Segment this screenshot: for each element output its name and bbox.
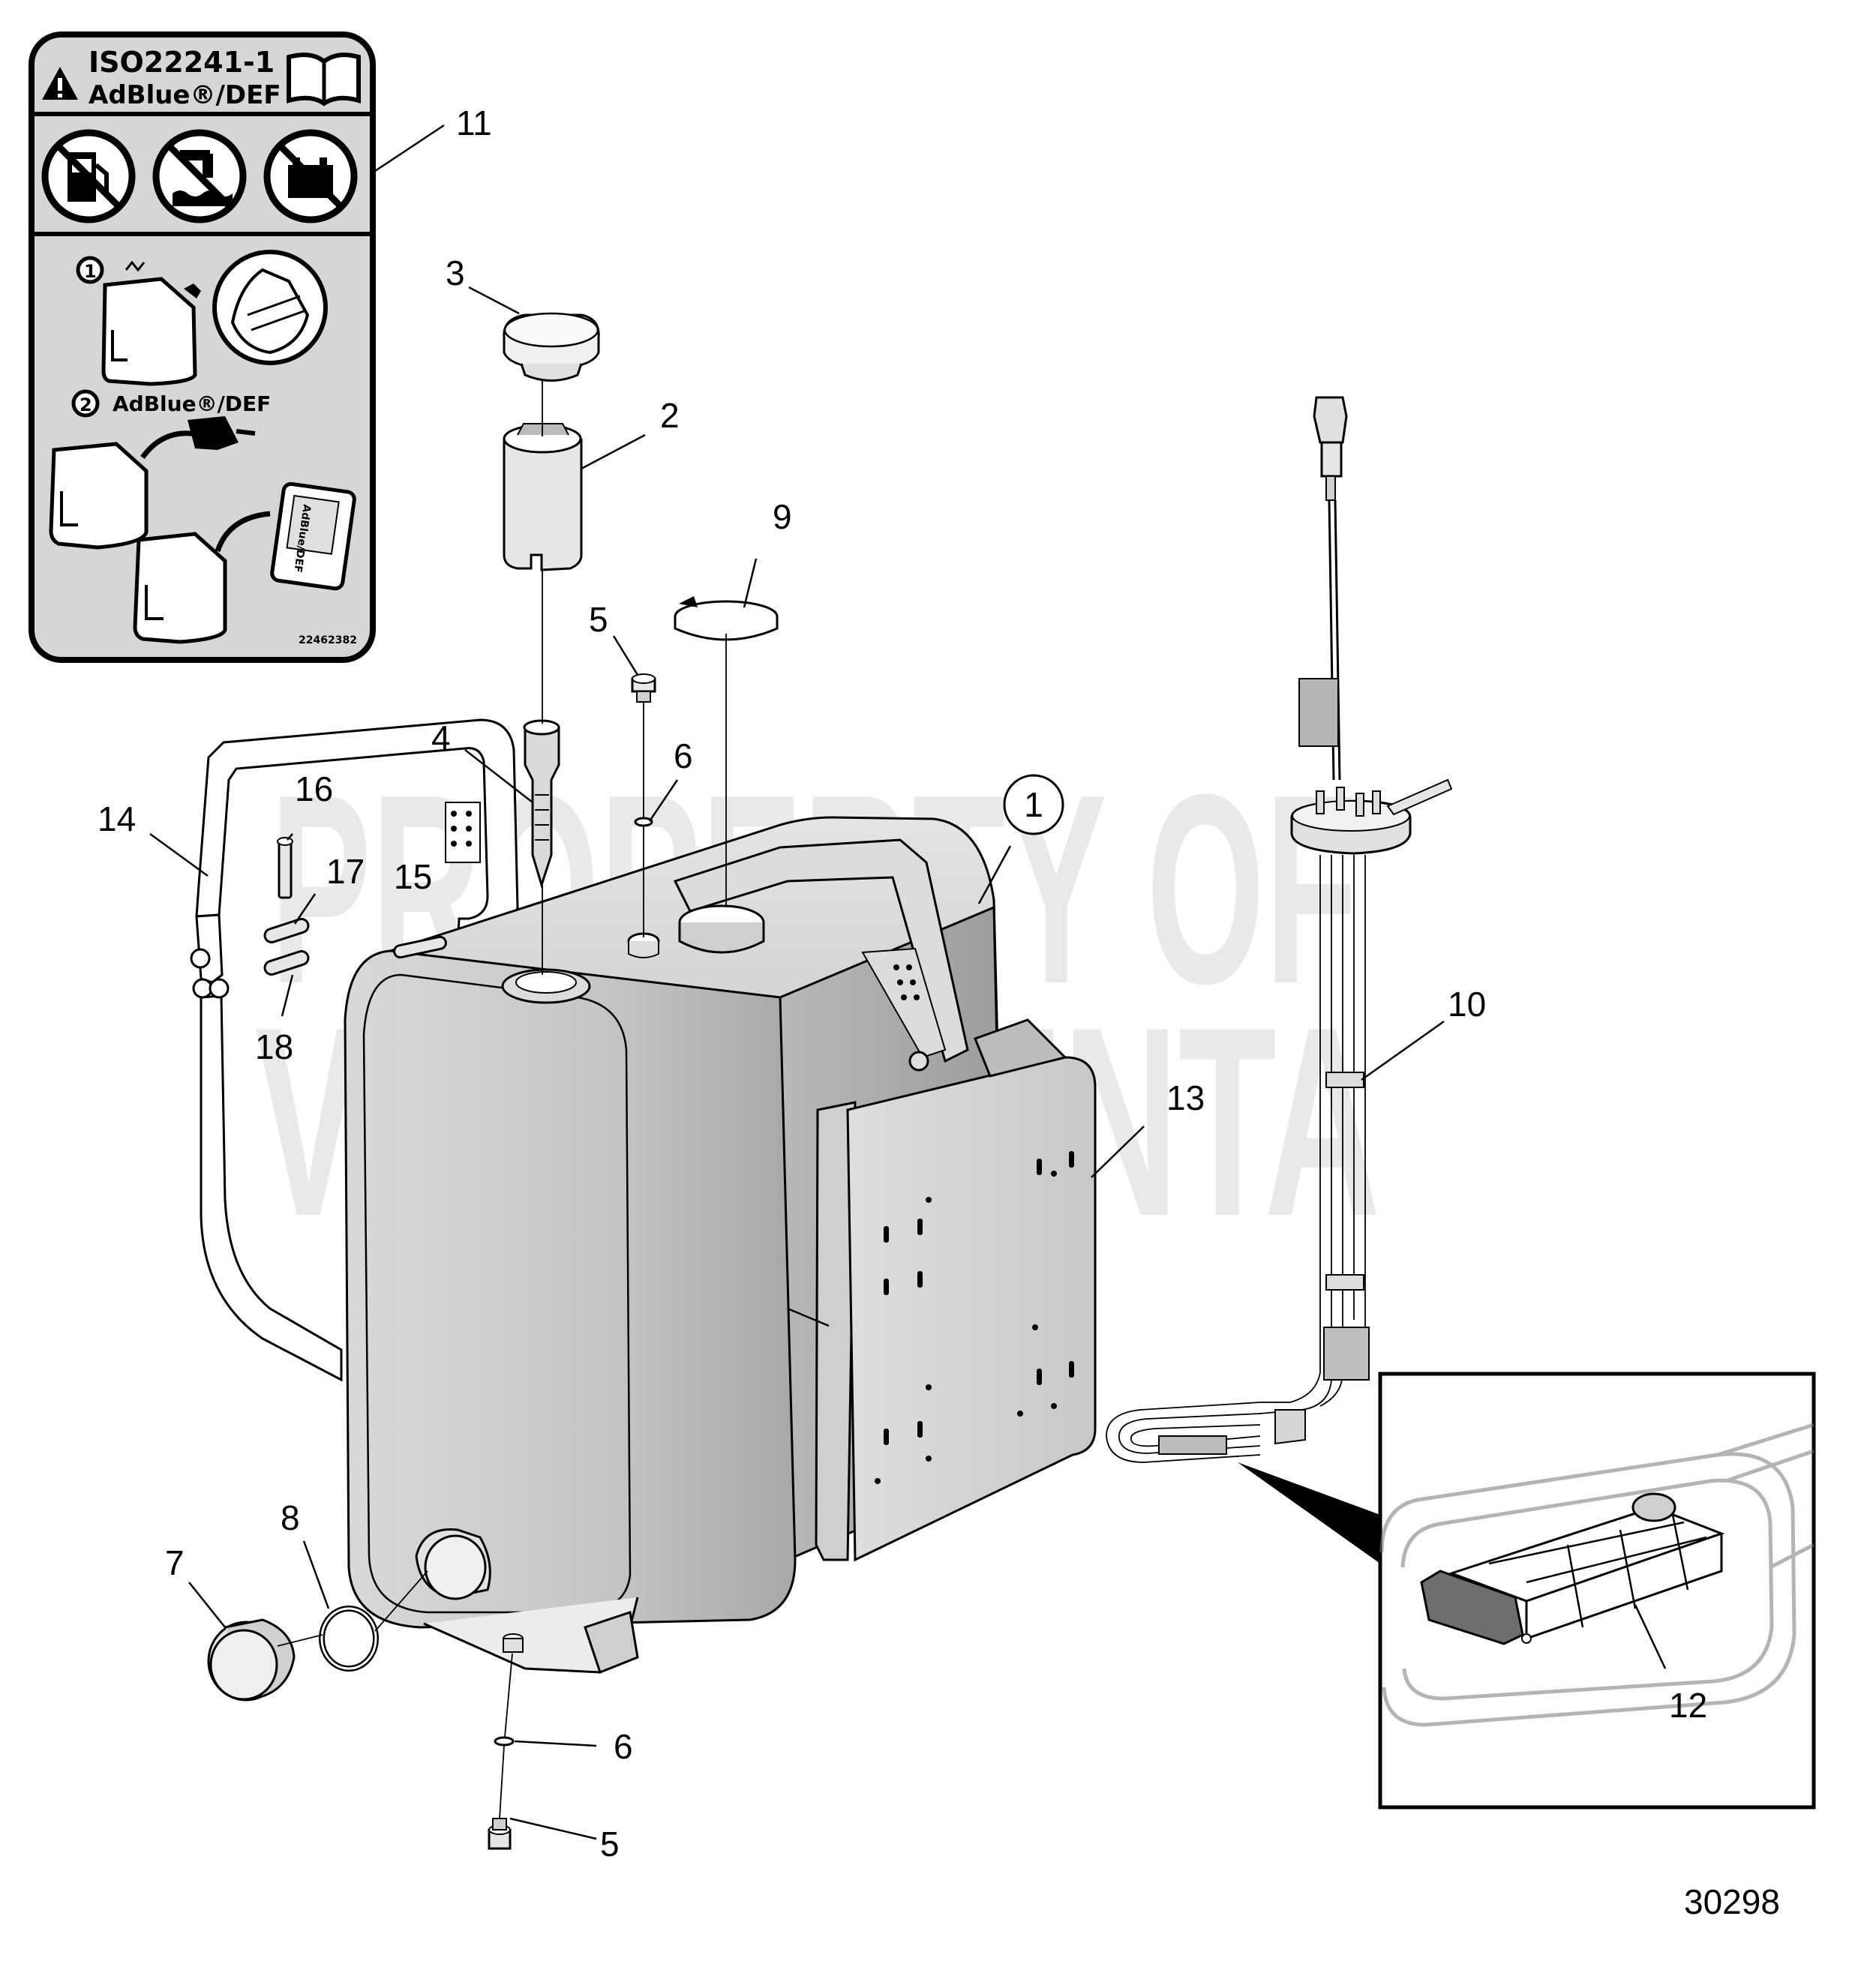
callout-17: 17: [326, 852, 365, 891]
tank-fill-nozzle-icon: [49, 416, 256, 550]
figure-number: 30298: [1684, 1882, 1780, 1921]
no-fuel-icon: [41, 129, 136, 223]
vent-port: [627, 932, 660, 958]
callout-2: 2: [660, 396, 680, 435]
callout-12: 12: [1669, 1686, 1707, 1725]
sender-port-opening: [678, 904, 765, 954]
drain-plug-bottom: [503, 1633, 524, 1653]
callout-8: 8: [281, 1498, 300, 1537]
filler-strainer: [523, 719, 560, 889]
hose-clamp: [674, 596, 779, 641]
filler-neck-tube: [503, 423, 583, 571]
label-fluid: AdBlue®/DEF: [89, 80, 281, 110]
drain-screw-bottom: [488, 1818, 512, 1850]
callout-4: 4: [431, 718, 451, 757]
manual-book-icon: [287, 52, 361, 106]
step-1-number: 1: [84, 261, 97, 282]
pin-17: [263, 918, 310, 943]
leader-lines: [149, 124, 1667, 1840]
drain-cap: [207, 1618, 296, 1702]
tank-clean-icon: [101, 250, 328, 386]
callout-9: 9: [773, 497, 792, 536]
callout-11: 11: [456, 103, 492, 142]
strap-holes: [445, 802, 481, 863]
filler-cap: [503, 312, 600, 382]
step-2-text: AdBlue®/DEF: [113, 391, 271, 416]
detail-inset: [1238, 1372, 1816, 1810]
callout-3: 3: [446, 253, 465, 292]
callout-16: 16: [295, 769, 333, 808]
drain-port-boss: [415, 1528, 491, 1600]
warning-label-panel: ISO22241-1 AdBlue®/DEF: [29, 31, 376, 663]
assembly-axes: [277, 379, 727, 1819]
label-part-code: 22462382: [299, 634, 357, 646]
callout-1-circle: [1003, 774, 1064, 835]
label-standard: ISO22241-1: [89, 46, 275, 79]
top-strap-holes: [893, 964, 920, 1000]
tank-fill-jug-icon: AdBlue/DEF: [133, 481, 356, 644]
callout-5: 5: [589, 600, 608, 639]
callout-6-bottom: 6: [614, 1727, 633, 1766]
callout-15: 15: [394, 857, 432, 896]
step-2-number: 2: [80, 394, 92, 415]
vent-screw-top: [631, 673, 656, 703]
callout-14: 14: [98, 799, 136, 838]
callout-13: 13: [1166, 1078, 1205, 1117]
callout-10: 10: [1448, 985, 1486, 1024]
no-water-icon: [152, 129, 247, 223]
callout-6: 6: [674, 736, 693, 775]
plate-slots: [875, 1151, 1074, 1484]
mounting-plate: [815, 1018, 1097, 1562]
callout-7: 7: [165, 1543, 185, 1582]
warning-triangle-icon: [42, 67, 78, 100]
callout-labels: 1 2 3 4 5 6 7 8 9 10 11 12 13 14 15 16 1…: [98, 103, 1780, 1921]
callout-5-bottom: 5: [600, 1825, 620, 1864]
pin-18: [263, 950, 310, 976]
filler-neck-opening: [501, 968, 591, 1004]
callout-1: 1: [1024, 785, 1043, 824]
washer-top: [634, 817, 653, 827]
level-sensor-unit: [1106, 396, 1453, 1463]
bolt-16: [277, 837, 293, 899]
pin-15: [393, 935, 447, 959]
washer-bottom: [494, 1736, 515, 1747]
callout-18: 18: [255, 1027, 293, 1066]
no-coolant-icon: [263, 129, 358, 223]
